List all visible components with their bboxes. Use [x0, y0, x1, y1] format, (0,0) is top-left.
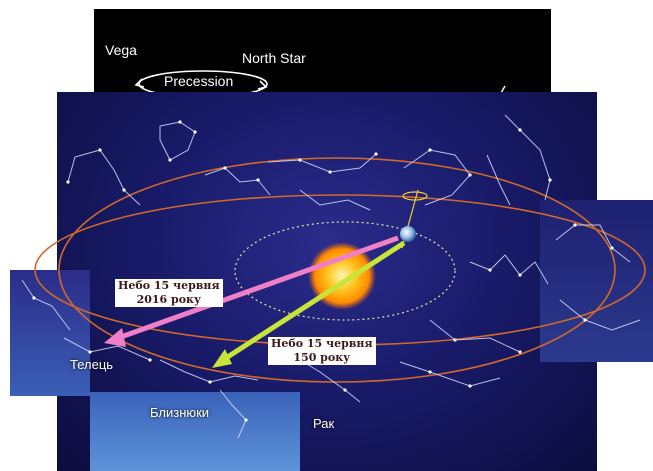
callout-sky-2016-line2: 2016 року [136, 293, 202, 306]
constellation-gemini-label: Близнюки [150, 405, 210, 420]
earth-icon [400, 189, 428, 249]
precession-label: Precession [164, 73, 234, 89]
callout-sky-2016-line1: Небо 15 червня [118, 279, 220, 292]
callout-sky-150-line1: Небо 15 червня [271, 337, 373, 350]
axis-tick [500, 85, 506, 94]
precession-inset: Vega North Star Precession [94, 9, 551, 95]
north-star-label: North Star [242, 50, 306, 66]
precession-circle-diagram [134, 70, 506, 95]
stars [32, 120, 614, 422]
callout-sky-150-line2: 150 року [293, 351, 351, 364]
arrow-2016 [104, 235, 399, 347]
arrow-150 [212, 240, 406, 368]
precession-circle [138, 70, 268, 95]
constellation-cancer-label: Рак [313, 416, 335, 431]
constellation-taurus-label: Телець [70, 357, 114, 372]
sky-map-left-fragment [10, 270, 90, 396]
callout-sky-150: Небо 15 червня 150 року [268, 337, 376, 365]
precession-arrowhead-right [257, 80, 268, 90]
sky-map-right-fragment [540, 200, 653, 362]
callout-sky-2016: Небо 15 червня 2016 року [115, 279, 223, 307]
precession-arrowhead-left [134, 78, 145, 88]
orbit-ring-outer [58, 157, 616, 383]
sky-map-bottom-fragment [90, 392, 300, 471]
vega-label: Vega [105, 42, 137, 58]
earth-orbit [234, 221, 456, 321]
